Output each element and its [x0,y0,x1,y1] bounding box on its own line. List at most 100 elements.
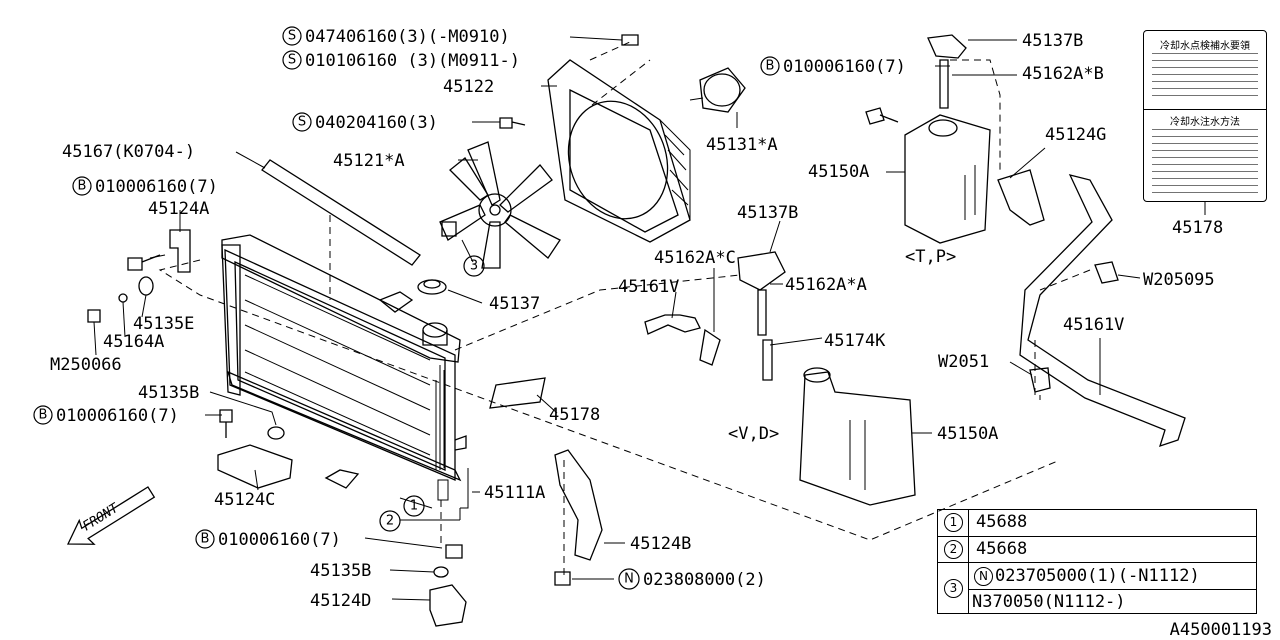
s-prefix-badge [282,26,302,46]
callout-b010006160-2: 010006160(7) [56,406,179,426]
callout-s010106160: 010106160 (3)(M0911-) [305,51,520,71]
callout-n023808000: 023808000(2) [643,570,766,590]
callout-45174k: 45174K [824,331,886,351]
card-text-lines [1152,129,1258,195]
legend-part: N370050(N1112-) [972,592,1126,612]
callout-45131a: 45131*A [706,135,778,155]
callout-45137: 45137 [489,294,540,314]
ref-circle-3-label: 3 [470,259,478,274]
n-prefix-letter: N [624,572,634,587]
callout-45121a: 45121*A [333,151,405,171]
reservoir-tank-tp [904,34,991,244]
diagram-reference-number: A450001193 [1169,620,1272,640]
variant-tp: <T,P> [905,247,956,267]
s-prefix-badge [292,112,312,132]
variant-vd: <V,D> [728,424,779,444]
legend-subrow: N370050(N1112-) [968,589,1256,615]
b-prefix-letter: B [766,59,775,74]
b-prefix-badge [72,176,92,196]
legend-row: 2 45668 [938,536,1256,563]
n-prefix-badge [618,568,640,590]
callout-45124c: 45124C [214,490,275,510]
fan-shroud [547,41,691,243]
callout-45137b-top: 45137B [1022,31,1083,51]
callout-45178-card: 45178 [1172,218,1223,238]
callout-m250066: M250066 [50,355,122,375]
card-text-lines [1152,53,1258,101]
b-prefix-letter: B [201,532,210,547]
callout-b010006160-1: 010006160(7) [95,177,218,197]
callout-45124b: 45124B [630,534,691,554]
callout-45150a-top: 45150A [808,162,869,182]
legend-part: 023705000(1)(-N1112) [995,566,1200,586]
s-prefix-letter: S [298,115,306,130]
callout-b010006160-3: 010006160(7) [218,530,341,550]
callout-45137b-mid: 45137B [737,203,798,223]
callout-45135e: 45135E [133,314,194,334]
callout-45135b-bottom: 45135B [310,561,371,581]
b-prefix-badge [760,56,780,76]
legend-part: 45668 [976,539,1028,559]
legend-num-cell: 1 [938,510,969,536]
legend-row: 3 N 023705000(1)(-N1112) N370050(N1112-) [938,562,1256,614]
ref-circle-2-label: 2 [386,514,394,529]
radiator-seal-strip [261,159,421,280]
radiator-cap [417,279,447,295]
b-prefix-letter: B [39,408,48,423]
callout-45122: 45122 [443,77,494,97]
callout-45135b-top: 45135B [138,383,199,403]
callout-45167: 45167(K0704-) [62,142,195,162]
callout-45178-small: 45178 [549,405,600,425]
callout-b010006160-4: 010006160(7) [783,57,906,77]
hoses [644,174,1186,448]
callout-45162ab: 45162A*B [1022,64,1104,84]
n-prefix-badge: N [974,567,993,586]
reservoir-tank-vd [737,251,916,506]
card-title-filling: 冷却水注水方法 [1170,117,1240,128]
s-prefix-badge [282,50,302,70]
fan-motor [689,67,746,113]
ref-circle-1-label: 1 [410,499,418,514]
callout-45161v-right: 45161V [1063,315,1124,335]
card-divider [1144,109,1266,110]
front-label: FRONT [80,500,122,534]
callout-s047406160: 047406160(3)(-M0910) [305,27,510,47]
legend-num-cell: 3 [938,563,969,614]
b-prefix-letter: B [78,179,87,194]
b-prefix-badge [195,529,215,549]
callout-45124a: 45124A [148,199,209,219]
callout-w2051: W2051 [938,352,989,372]
label-decal [324,377,546,489]
legend-part: 45688 [976,512,1028,532]
legend-num-cell: 2 [938,537,969,563]
legend-circle: 3 [944,579,963,598]
callout-45162aa: 45162A*A [785,275,867,295]
callout-45150a-bottom: 45150A [937,424,998,444]
fan-blade [439,141,561,269]
leader-lines [93,36,1206,601]
callout-s040204160: 040204160(3) [315,113,438,133]
callout-45161v-left: 45161V [618,277,679,297]
s-prefix-letter: S [288,53,296,68]
callout-45111a: 45111A [484,483,545,503]
card-title-inspection: 冷却水点検補水要領 [1160,41,1250,52]
legend-circle: 2 [944,540,963,559]
callout-45124d: 45124D [310,591,371,611]
front-arrow-icon [66,486,156,545]
brackets [169,169,1045,627]
legend-row: 1 45688 [938,510,1256,536]
coolant-label-card: 冷却水点検補水要領 冷却水注水方法 [1143,30,1267,202]
radiator [221,234,467,501]
s-prefix-letter: S [288,29,296,44]
callout-45162ac: 45162A*C [654,248,736,268]
parts-legend-table: 1 45688 2 45668 3 N 023705000(1)(-N1112)… [937,509,1257,614]
b-prefix-badge [33,405,53,425]
ref-circle-1 [403,495,425,517]
dashed-guides [158,59,1091,575]
bolts [87,34,899,586]
legend-circle: 1 [944,513,963,532]
callout-45164a: 45164A [103,332,164,352]
ref-circle-2 [379,510,401,532]
legend-subrow: N 023705000(1)(-N1112) [968,563,1256,589]
